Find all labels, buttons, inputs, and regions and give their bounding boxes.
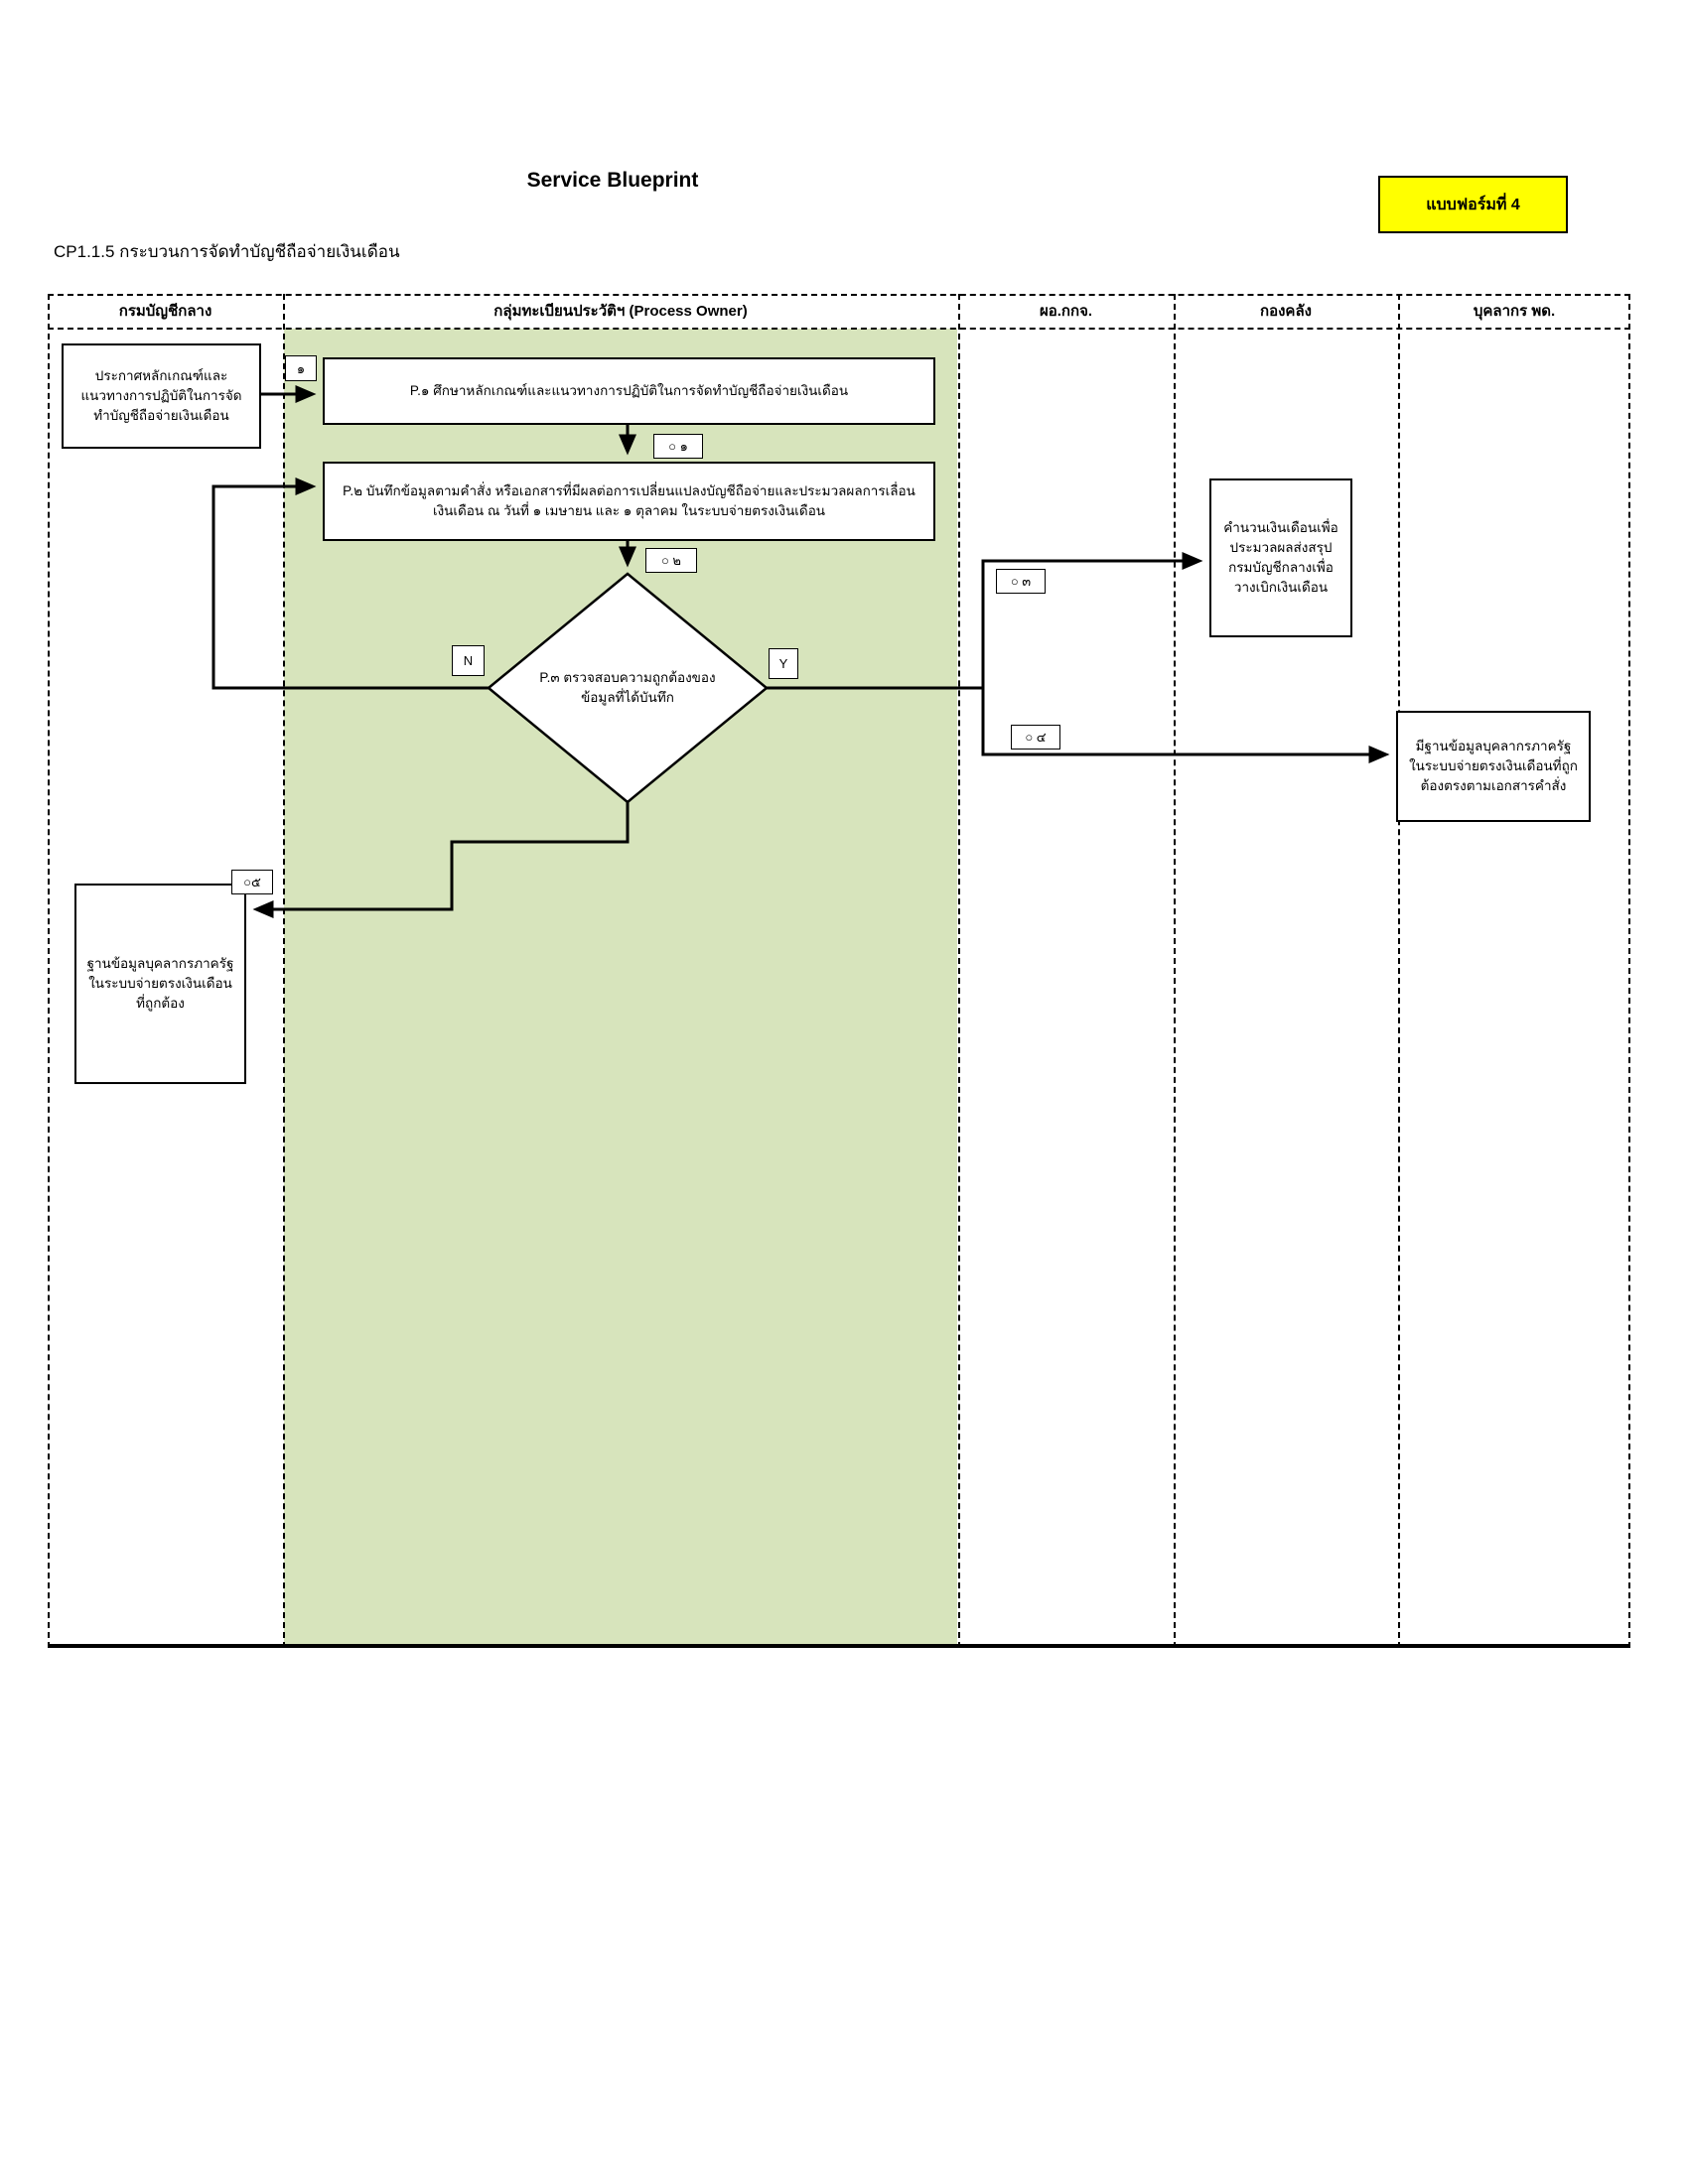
lane-divider-3 — [1174, 294, 1176, 1648]
lane-divider-2 — [958, 294, 960, 1648]
lane-header-personnel: บุคลากร พด. — [1473, 303, 1556, 320]
process-subtitle: CP1.1.5 กระบวนการจัดทำบัญชีถือจ่ายเงินเด… — [54, 242, 400, 261]
step-label-circle-1: ○ ๑ — [653, 434, 703, 459]
node-correct-database: ฐานข้อมูลบุคลากรภาครัฐในระบบจ่ายตรงเงินเ… — [74, 884, 246, 1084]
header-divider — [48, 328, 1630, 330]
node-p3-decision: P.๓ ตรวจสอบความถูกต้องของข้อมูลที่ได้บัน… — [539, 669, 716, 705]
diagram-frame — [48, 294, 1630, 1648]
form-number-badge: แบบฟอร์มที่ 4 — [1378, 176, 1568, 233]
node-personnel-database: มีฐานข้อมูลบุคลากรภาครัฐในระบบจ่ายตรงเงิ… — [1396, 711, 1591, 822]
step-label-1: ๑ — [285, 355, 317, 381]
step-label-circle-2: ○ ๒ — [645, 548, 697, 573]
step-label-circle-5: ○๕ — [231, 870, 273, 894]
lane-header-director: ผอ.กกจ. — [1039, 303, 1093, 320]
decision-no-label: N — [452, 645, 485, 676]
decision-yes-label: Y — [769, 648, 798, 679]
node-p1-study: P.๑ ศึกษาหลักเกณฑ์และแนวทางการปฏิบัติในก… — [323, 357, 935, 425]
lane-header-comptroller: กรมบัญชีกลาง — [118, 303, 212, 320]
lane-divider-4 — [1398, 294, 1400, 1648]
node-p2-record: P.๒ บันทึกข้อมูลตามคำสั่ง หรือเอกสารที่ม… — [323, 462, 935, 541]
lane-divider-1 — [283, 294, 285, 1648]
node-finance-calculate: คำนวนเงินเดือนเพื่อประมวลผลส่งสรุปกรมบัญ… — [1209, 478, 1352, 637]
step-label-circle-4: ○ ๔ — [1011, 725, 1060, 750]
node-start-announcement: ประกาศหลักเกณฑ์และแนวทางการปฏิบัติในการจ… — [62, 343, 261, 449]
lane-header-finance: กองคลัง — [1260, 303, 1312, 320]
lane-header-process-owner: กลุ่มทะเบียนประวัติฯ (Process Owner) — [493, 303, 748, 320]
step-label-circle-3: ○ ๓ — [996, 569, 1046, 594]
page-title: Service Blueprint — [526, 169, 699, 192]
